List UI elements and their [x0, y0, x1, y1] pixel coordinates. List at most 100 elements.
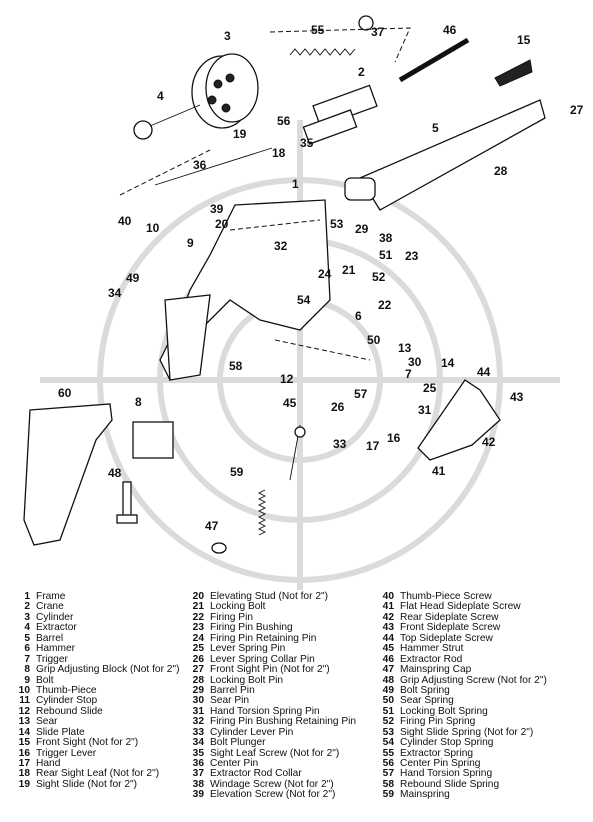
legend-item-name: Extractor Rod — [400, 653, 463, 665]
legend-item-name: Extractor Spring — [400, 747, 474, 759]
legend-item-name: Frame — [36, 591, 66, 602]
legend-item-number: 58 — [382, 778, 394, 790]
legend-item-number: 37 — [192, 768, 204, 780]
legend-item-number: 40 — [382, 591, 394, 602]
legend-item-name: Front Sight (Not for 2") — [36, 737, 139, 749]
callout-10: 10 — [146, 221, 160, 235]
callout-2: 2 — [358, 65, 365, 79]
legend-item-number: 53 — [382, 726, 394, 738]
legend-item-number: 11 — [19, 695, 30, 707]
legend-item-number: 42 — [382, 611, 394, 623]
callout-47: 47 — [205, 519, 219, 533]
callout-23: 23 — [405, 249, 419, 263]
legend-item-number: 54 — [382, 737, 394, 749]
legend-item: 46 Extractor Rod — [372, 653, 547, 665]
legend-item-name: Trigger Lever — [36, 747, 97, 759]
crane-part — [302, 84, 378, 145]
legend-item-number: 31 — [192, 705, 204, 717]
callout-51: 51 — [379, 248, 393, 262]
legend-item-name: Cylinder — [36, 611, 74, 623]
legend-item-number: 29 — [192, 684, 204, 696]
legend-item-name: Front Sideplate Screw — [400, 622, 501, 634]
frame-part — [159, 199, 331, 382]
callout-59: 59 — [230, 465, 244, 479]
callout-58: 58 — [229, 359, 243, 373]
legend-item-number: 2 — [24, 601, 30, 613]
callout-9: 9 — [187, 236, 194, 250]
legend-item: 43 Front Sideplate Screw — [372, 622, 547, 634]
legend-item-number: 22 — [192, 611, 204, 623]
legend-item-name: Crane — [36, 601, 64, 613]
legend-item-name: Slide Plate — [36, 726, 85, 738]
callout-27: 27 — [570, 103, 584, 117]
callout-41: 41 — [432, 464, 446, 478]
callout-20: 20 — [215, 217, 229, 231]
legend-item-number: 12 — [18, 705, 30, 717]
callout-45: 45 — [283, 396, 297, 410]
legend-item-name: Bolt Plunger — [210, 737, 266, 749]
callout-24: 24 — [318, 267, 332, 281]
grip-part — [23, 403, 113, 546]
extractor-spring-part — [289, 15, 374, 56]
callout-17: 17 — [366, 439, 380, 453]
legend-item-name: Elevating Stud (Not for 2") — [210, 591, 328, 602]
legend-item-number: 41 — [382, 601, 394, 613]
callout-28: 28 — [494, 164, 508, 178]
legend-item-name: Extractor Rod Collar — [210, 768, 302, 780]
legend-item-name: Cylinder Stop — [36, 695, 98, 707]
callout-16: 16 — [387, 431, 401, 445]
legend-item-name: Cylinder Lever Pin — [210, 726, 294, 738]
legend-item-name: Firing Pin — [210, 611, 254, 623]
legend-item-name: Grip Adjusting Screw (Not for 2") — [400, 674, 547, 686]
grip-adjusting-block-part — [132, 421, 174, 459]
callout-26: 26 — [331, 400, 345, 414]
legend-item-name: Thumb-Piece Screw — [400, 591, 492, 602]
callout-33: 33 — [333, 437, 347, 451]
legend-item-number: 28 — [192, 674, 204, 686]
legend-item: 11 Cylinder Stop — [8, 695, 179, 707]
legend-item-name: Trigger — [36, 653, 68, 665]
barrel-part — [344, 99, 546, 211]
legend-item-name: Hand — [36, 758, 61, 769]
slide-plate-part — [417, 379, 501, 461]
callout-35: 35 — [300, 136, 314, 150]
legend-item-number: 46 — [382, 653, 394, 665]
legend-item-number: 47 — [382, 664, 394, 676]
legend-item-number: 43 — [382, 622, 394, 634]
legend-item-number: 24 — [192, 632, 204, 644]
legend-item-number: 18 — [18, 768, 30, 780]
legend-item-name: Sear Pin — [210, 695, 250, 707]
legend-item-name: Sight Slide Spring (Not for 2") — [400, 726, 534, 738]
legend-item-name: Lever Spring Collar Pin — [210, 653, 315, 665]
callout-4: 4 — [157, 89, 164, 103]
legend-item-number: 34 — [192, 737, 204, 749]
